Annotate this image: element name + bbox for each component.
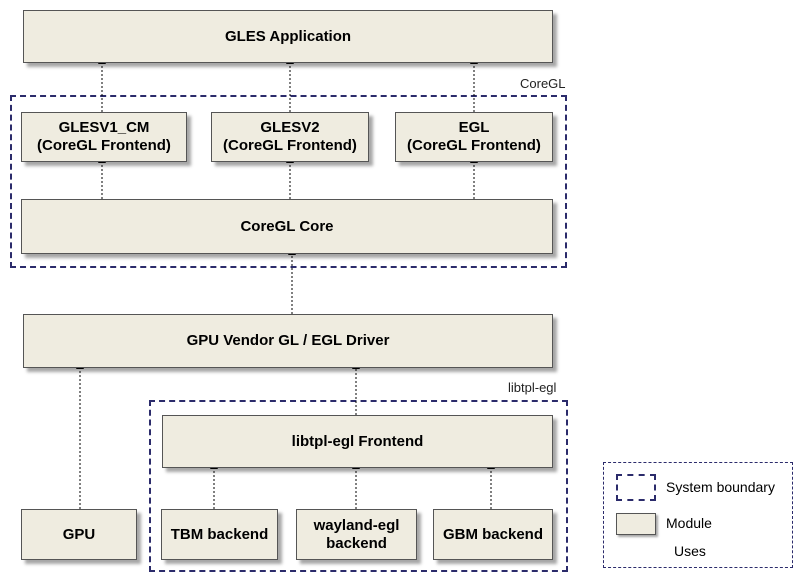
module-gpu: GPU (21, 509, 137, 560)
module-wayland-egl-backend: wayland-egl backend (296, 509, 417, 560)
legend-system-boundary-label: System boundary (666, 479, 775, 495)
module-libtpl-egl-frontend: libtpl-egl Frontend (162, 415, 553, 468)
module-glesv2: GLESV2 (CoreGL Frontend) (211, 112, 369, 162)
legend-module-label: Module (666, 515, 712, 531)
coregl-boundary (10, 95, 567, 268)
module-gles-application: GLES Application (23, 10, 553, 63)
coregl-boundary-label: CoreGL (520, 76, 566, 91)
module-glesv1-cm: GLESV1_CM (CoreGL Frontend) (21, 112, 187, 162)
libtpl-boundary-label: libtpl-egl (508, 380, 557, 395)
legend-boundary-swatch (616, 474, 656, 501)
module-egl: EGL (CoreGL Frontend) (395, 112, 553, 162)
module-coregl-core: CoreGL Core (21, 199, 553, 254)
module-tbm-backend: TBM backend (161, 509, 278, 560)
legend-module-swatch (616, 513, 656, 535)
legend-uses-label: Uses (674, 543, 706, 559)
libtpl-boundary (149, 400, 568, 572)
module-gpu-vendor-driver: GPU Vendor GL / EGL Driver (23, 314, 553, 368)
module-gbm-backend: GBM backend (433, 509, 553, 560)
